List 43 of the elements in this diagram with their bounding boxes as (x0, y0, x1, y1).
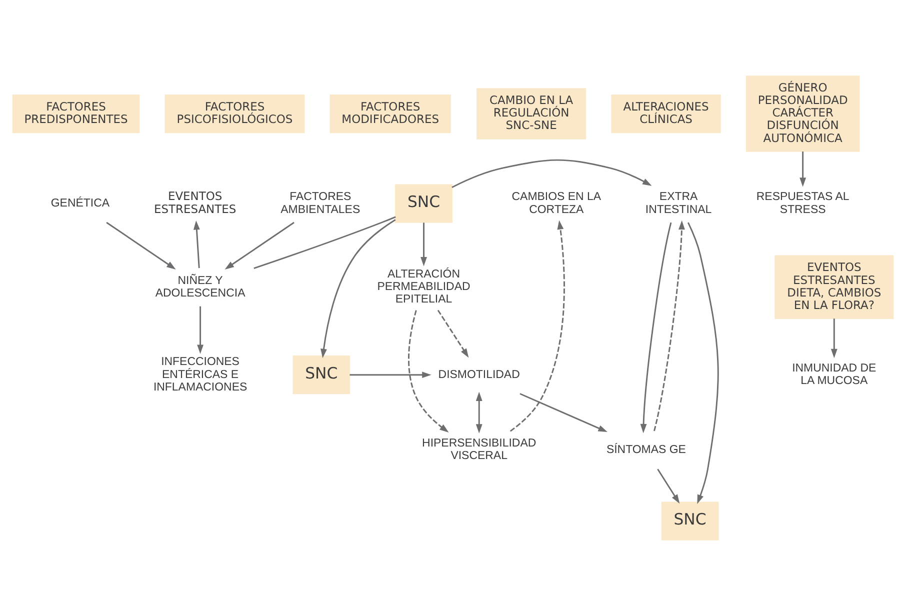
node-box: ALTERACIONES CLÍNICAS (611, 94, 721, 133)
node-box: SNC (395, 184, 452, 222)
node-text: SÍNTOMAS GE (606, 443, 686, 456)
node-text: GENÉTICA (50, 197, 110, 209)
node-box: FACTORES PREDISPONENTES (12, 94, 140, 133)
arrow (654, 220, 685, 431)
node-box: GÉNERO PERSONALIDAD CARÁCTER DISFUNCIÓN AUTONÓMICA (746, 75, 860, 152)
node-box: EVENTOS ESTRESANTES DIETA, CAMBIOS EN LA FLORA? (774, 254, 894, 318)
node-text: FACTORES AMBIENTALES (280, 190, 360, 216)
node-text: DISMOTILIDAD (438, 368, 520, 380)
connector (254, 216, 396, 268)
arrow (408, 310, 449, 432)
arrow (106, 221, 176, 269)
node-text: CAMBIOS EN LA CORTEZA (512, 190, 601, 216)
arrow (510, 220, 565, 432)
node-text: ALTERACIÓN PERMEABILIDAD EPITELIAL (377, 268, 470, 306)
arrow (640, 222, 672, 433)
arrow (800, 151, 806, 186)
arrow (193, 220, 200, 268)
node-box: SNC (661, 501, 719, 540)
node-text: EXTRA INTESTINAL (645, 190, 712, 216)
node-box: FACTORES PSICOFISIOLÓGICOS (164, 94, 305, 133)
arrow (476, 391, 482, 433)
node-text: RESPUESTAS AL STRESS (756, 190, 850, 216)
node-text: NIÑEZ Y ADOLESCENCIA (155, 274, 246, 299)
arrow (687, 222, 719, 504)
arrow (320, 218, 396, 358)
node-text: EVENTOS ESTRESANTES (154, 188, 236, 216)
node-box: CAMBIO EN LA REGULACIÓN SNC-SNE (476, 88, 586, 139)
arrow (830, 318, 838, 358)
arrow (657, 468, 680, 504)
node-text: INMUNIDAD DE LA MUCOSA (792, 362, 876, 387)
arrow (197, 306, 204, 354)
arrow (520, 392, 608, 432)
arrow (420, 222, 427, 266)
node-box: FACTORES MODIFICADORES (330, 94, 451, 133)
arrow (452, 158, 652, 188)
arrow (437, 309, 469, 358)
arrow (350, 371, 432, 378)
node-box: SNC (292, 355, 350, 394)
arrow (224, 221, 294, 269)
node-text: HIPERSENSIBILIDAD VISCERAL (422, 437, 536, 462)
node-text: INFECCIONES ENTÉRICAS E INFLAMACIONES (153, 356, 248, 393)
